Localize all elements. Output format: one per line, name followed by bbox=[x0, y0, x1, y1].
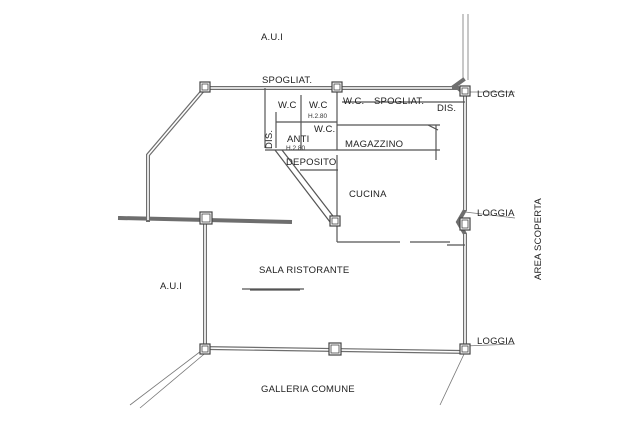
label-deposito: DEPOSITO bbox=[286, 157, 337, 168]
label-loggia-3: LOGGIA bbox=[477, 336, 515, 347]
label-dis-2: DIS. bbox=[264, 130, 275, 149]
label-cucina: CUCINA bbox=[349, 189, 387, 200]
room-labels: A.U.I A.U.I SPOGLIAT. W.C W.C H.2.80 W.C… bbox=[160, 32, 544, 395]
label-spogliat-right: SPOGLIAT. bbox=[374, 96, 424, 107]
label-wc-3: W.C. bbox=[343, 96, 364, 107]
columns bbox=[199, 81, 471, 356]
label-galleria-comune: GALLERIA COMUNE bbox=[261, 384, 355, 395]
label-anti: ANTI bbox=[287, 134, 309, 145]
label-aui-left: A.U.I bbox=[160, 281, 182, 292]
exterior-walls bbox=[117, 77, 468, 355]
label-loggia-2: LOGGIA bbox=[477, 208, 515, 219]
label-h280-b: H.2.80 bbox=[286, 145, 306, 152]
label-wc-2: W.C bbox=[309, 100, 328, 111]
label-area-scoperta: AREA SCOPERTA bbox=[533, 198, 544, 280]
label-loggia-1: LOGGIA bbox=[477, 89, 515, 100]
label-magazzino: MAGAZZINO bbox=[345, 139, 403, 150]
label-wc-1: W.C bbox=[278, 100, 297, 111]
label-dis-1: DIS. bbox=[437, 103, 456, 114]
label-sala-ristorante: SALA RISTORANTE bbox=[259, 265, 349, 276]
site-lines bbox=[129, 14, 516, 409]
label-h280-a: H.2.80 bbox=[308, 113, 328, 120]
label-aui-top: A.U.I bbox=[261, 32, 283, 43]
label-wc-4: W.C. bbox=[314, 124, 335, 135]
label-spogliat-top: SPOGLIAT. bbox=[262, 75, 312, 86]
interior-walls bbox=[242, 88, 465, 291]
